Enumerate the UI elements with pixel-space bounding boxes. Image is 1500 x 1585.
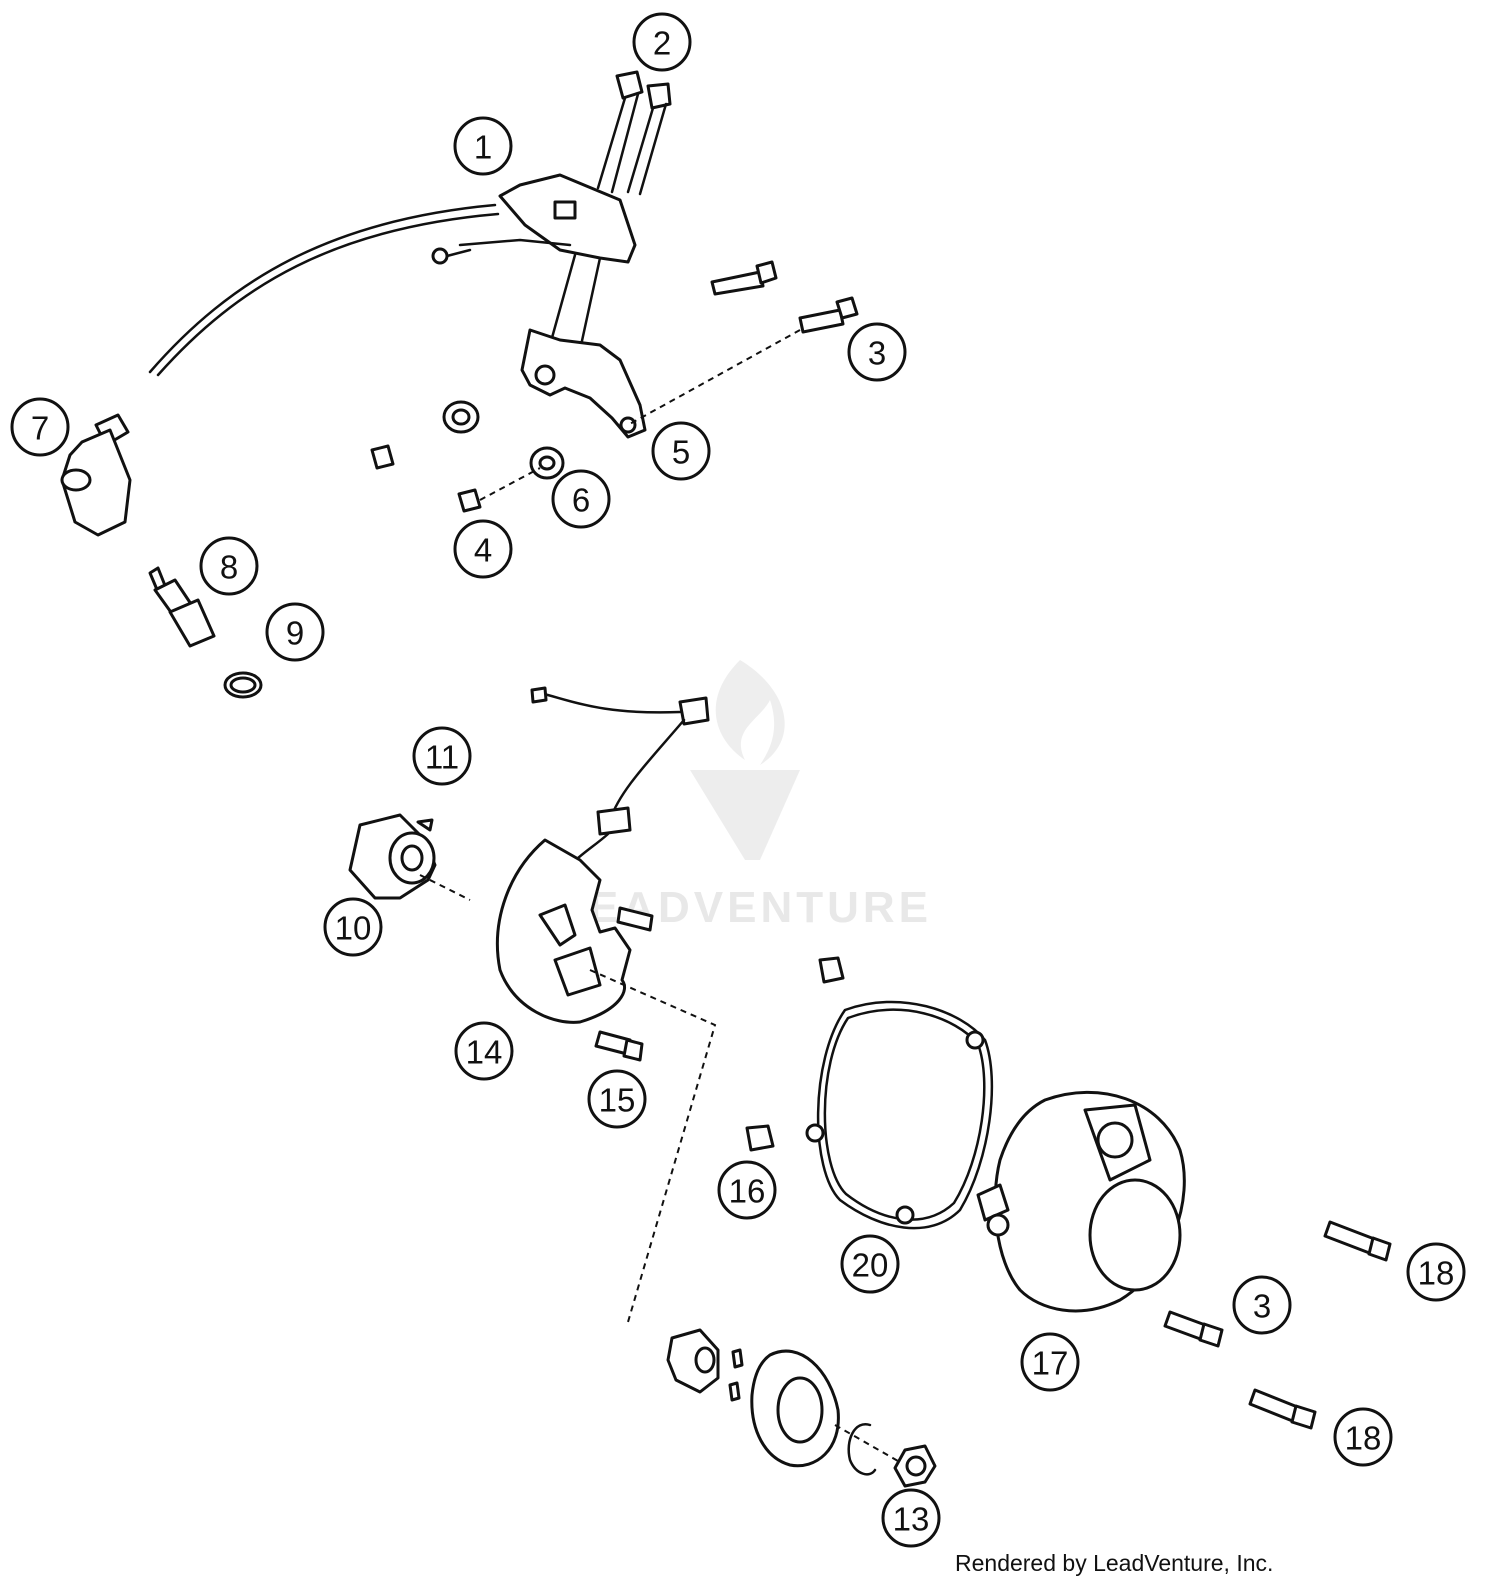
callout-17: 17 [1020, 1332, 1080, 1392]
callout-label: 1 [474, 129, 492, 166]
ignition-coil [148, 173, 637, 377]
callout-label: 11 [425, 739, 459, 776]
leadventure-watermark-logo: LEADVENTURE [558, 660, 932, 932]
callout-10: 10 [323, 897, 383, 957]
rubber-grommets [370, 400, 565, 513]
render-credit: Rendered by LeadVenture, Inc. [955, 1550, 1274, 1576]
callout-label: 5 [672, 434, 690, 471]
callout-11: 11 [412, 726, 472, 786]
callout-label: 18 [1345, 1420, 1382, 1457]
callout-label: 13 [893, 1501, 930, 1538]
callout-13: 13 [881, 1488, 941, 1548]
callout-18-upper: 18 [1406, 1242, 1466, 1302]
callout-9: 9 [265, 602, 325, 662]
bracket-bolts [627, 260, 859, 426]
watermark-text: LEADVENTURE [558, 883, 932, 932]
callout-label: 16 [729, 1173, 766, 1210]
spark-plug-connector [60, 413, 132, 537]
callout-label: 7 [31, 410, 49, 447]
callout-3: 3 [847, 322, 907, 382]
ignition-cover [976, 1090, 1186, 1313]
callout-20: 20 [840, 1234, 900, 1294]
callout-label: 6 [572, 482, 590, 519]
stator-with-wiring [495, 686, 717, 1323]
callout-8: 8 [199, 536, 259, 596]
ignition-cover-gasket [805, 1000, 994, 1230]
callout-6: 6 [551, 469, 611, 529]
callout-label: 15 [599, 1082, 636, 1119]
callout-label: 14 [466, 1034, 503, 1071]
starter-gear-assembly [666, 1328, 937, 1488]
callout-15: 15 [587, 1069, 647, 1129]
callout-4: 4 [453, 519, 513, 579]
callout-5: 5 [651, 421, 711, 481]
rotor [348, 813, 471, 901]
sealing-ring [223, 671, 263, 699]
cover-bolts [1163, 1220, 1392, 1430]
callout-1: 1 [453, 116, 513, 176]
callout-3-lower: 3 [1232, 1275, 1292, 1335]
callout-label: 10 [335, 910, 372, 947]
callout-label: 3 [1253, 1288, 1271, 1325]
callout-label: 18 [1418, 1255, 1455, 1292]
callout-label: 8 [220, 549, 238, 586]
coil-bracket [520, 328, 647, 439]
spark-plug [148, 566, 216, 648]
callout-label: 2 [653, 25, 671, 62]
callout-7: 7 [10, 397, 70, 457]
callout-2: 2 [632, 12, 692, 72]
callout-label: 4 [474, 532, 492, 569]
stator-screw [594, 1030, 644, 1062]
callout-16: 16 [717, 1160, 777, 1220]
callout-14: 14 [454, 1021, 514, 1081]
callout-label: 9 [286, 615, 304, 652]
woodruff-key [416, 818, 434, 832]
callout-label: 3 [868, 335, 886, 372]
dowel-sleeves [745, 956, 845, 1152]
callout-18-lower: 18 [1333, 1407, 1393, 1467]
callout-label: 17 [1032, 1345, 1069, 1382]
coil-mounting-bolts [596, 70, 672, 196]
callout-label: 20 [852, 1247, 889, 1284]
